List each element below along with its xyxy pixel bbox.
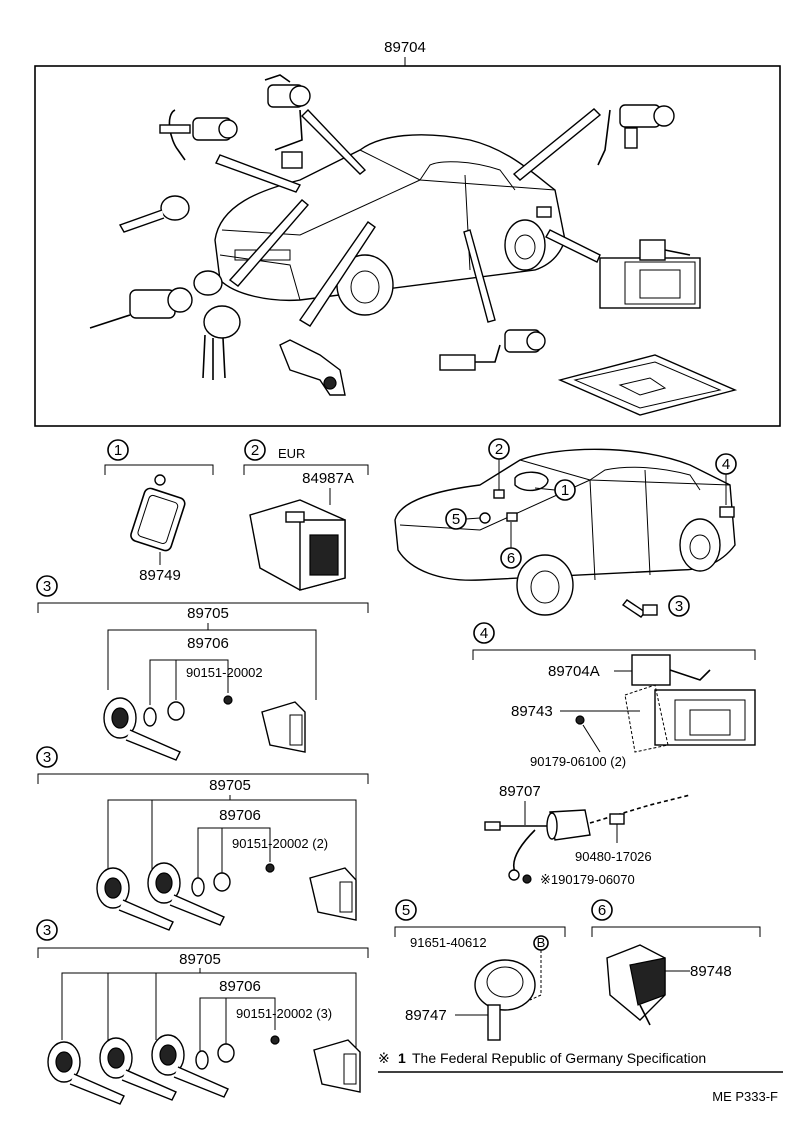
callout-5: 5 bbox=[402, 902, 410, 919]
switch-icon bbox=[309, 867, 357, 921]
callout-3c-circle bbox=[36, 919, 58, 941]
switch-icon bbox=[279, 339, 346, 396]
sub-89706-a: 89706 bbox=[187, 635, 229, 652]
callout-1-circle bbox=[107, 439, 129, 461]
assy-89705-a: 89705 bbox=[187, 605, 229, 622]
callout-3a: 3 bbox=[43, 578, 51, 595]
switch-icon bbox=[261, 701, 306, 753]
part-89749: 89749 bbox=[139, 567, 181, 584]
screw-a: 90151-20002 bbox=[186, 665, 263, 680]
callout-2: 2 bbox=[251, 442, 259, 459]
part-90179-06100: 90179-06100 (2) bbox=[530, 754, 626, 769]
assembly-frame bbox=[34, 65, 781, 427]
part-90480-17026: 90480-17026 bbox=[575, 849, 652, 864]
part-190179-06070: ※190179-06070 bbox=[540, 872, 635, 887]
part-89743: 89743 bbox=[511, 703, 553, 720]
assy-89705-b: 89705 bbox=[209, 777, 251, 794]
key-icon bbox=[621, 599, 658, 618]
car-callout-1: 1 bbox=[561, 482, 569, 499]
assy-89705-c: 89705 bbox=[179, 951, 221, 968]
callout-6: 6 bbox=[598, 902, 606, 919]
part-89748: 89748 bbox=[690, 963, 732, 980]
car-callout-2: 2 bbox=[495, 441, 503, 458]
switch-icon bbox=[313, 1039, 361, 1093]
lock-cylinder-icon bbox=[597, 104, 675, 166]
footnote-mark: ※ bbox=[378, 1050, 390, 1066]
sensor-icon bbox=[606, 944, 666, 1026]
ignition-cylinder-icon bbox=[89, 270, 241, 380]
key-icon bbox=[47, 1034, 229, 1105]
lock-cylinder-icon bbox=[159, 109, 238, 161]
key-icon bbox=[96, 862, 225, 931]
callout-6-circle bbox=[591, 899, 613, 921]
part-84987A: 84987A bbox=[302, 470, 354, 487]
part-89704A: 89704A bbox=[548, 663, 600, 680]
car-icon bbox=[214, 134, 566, 316]
region-eur: EUR bbox=[278, 446, 305, 461]
car-callout-4: 4 bbox=[722, 456, 730, 473]
callout-1: 1 bbox=[114, 442, 122, 459]
callout-2-circle bbox=[244, 439, 266, 461]
car-icon bbox=[394, 448, 736, 616]
callout-3b-circle bbox=[36, 746, 58, 768]
key-card-icon bbox=[557, 354, 738, 416]
sub-89706-c: 89706 bbox=[219, 978, 261, 995]
part-89707: 89707 bbox=[499, 783, 541, 800]
callout-5-circle bbox=[395, 899, 417, 921]
callout-4-circle bbox=[473, 622, 495, 644]
ecu-icon bbox=[599, 239, 701, 309]
part-89747: 89747 bbox=[405, 1007, 447, 1024]
lock-cylinder-icon bbox=[439, 329, 546, 371]
callout-3a-circle bbox=[36, 575, 58, 597]
switch-icon bbox=[249, 488, 346, 591]
ecu-icon bbox=[624, 654, 756, 753]
sensor-icon bbox=[474, 959, 536, 1041]
transponder-icon bbox=[130, 474, 186, 552]
pointer-arrows bbox=[215, 108, 602, 327]
footnote-text: The Federal Republic of Germany Specific… bbox=[412, 1050, 706, 1066]
callout-4: 4 bbox=[480, 625, 488, 642]
key-icon bbox=[118, 195, 190, 233]
part-91651-40612: 91651-40612 bbox=[410, 935, 487, 950]
callout-3b: 3 bbox=[43, 749, 51, 766]
page-ref: ME P333-F bbox=[712, 1089, 778, 1104]
car-callout-6: 6 bbox=[507, 550, 515, 567]
main-part-number: 89704 bbox=[384, 39, 426, 56]
screw-c: 90151-20002 (3) bbox=[236, 1006, 332, 1021]
callout-3c: 3 bbox=[43, 922, 51, 939]
car-callout-3: 3 bbox=[675, 598, 683, 615]
sub-89706-b: 89706 bbox=[219, 807, 261, 824]
screw-b: 90151-20002 (2) bbox=[232, 836, 328, 851]
antenna-icon bbox=[484, 794, 691, 881]
footnote-num: 1 bbox=[398, 1050, 406, 1066]
bolt-mark-b: B bbox=[537, 935, 546, 950]
lock-cylinder-icon bbox=[264, 74, 311, 169]
key-icon bbox=[103, 697, 181, 761]
car-callout-5: 5 bbox=[452, 511, 460, 528]
